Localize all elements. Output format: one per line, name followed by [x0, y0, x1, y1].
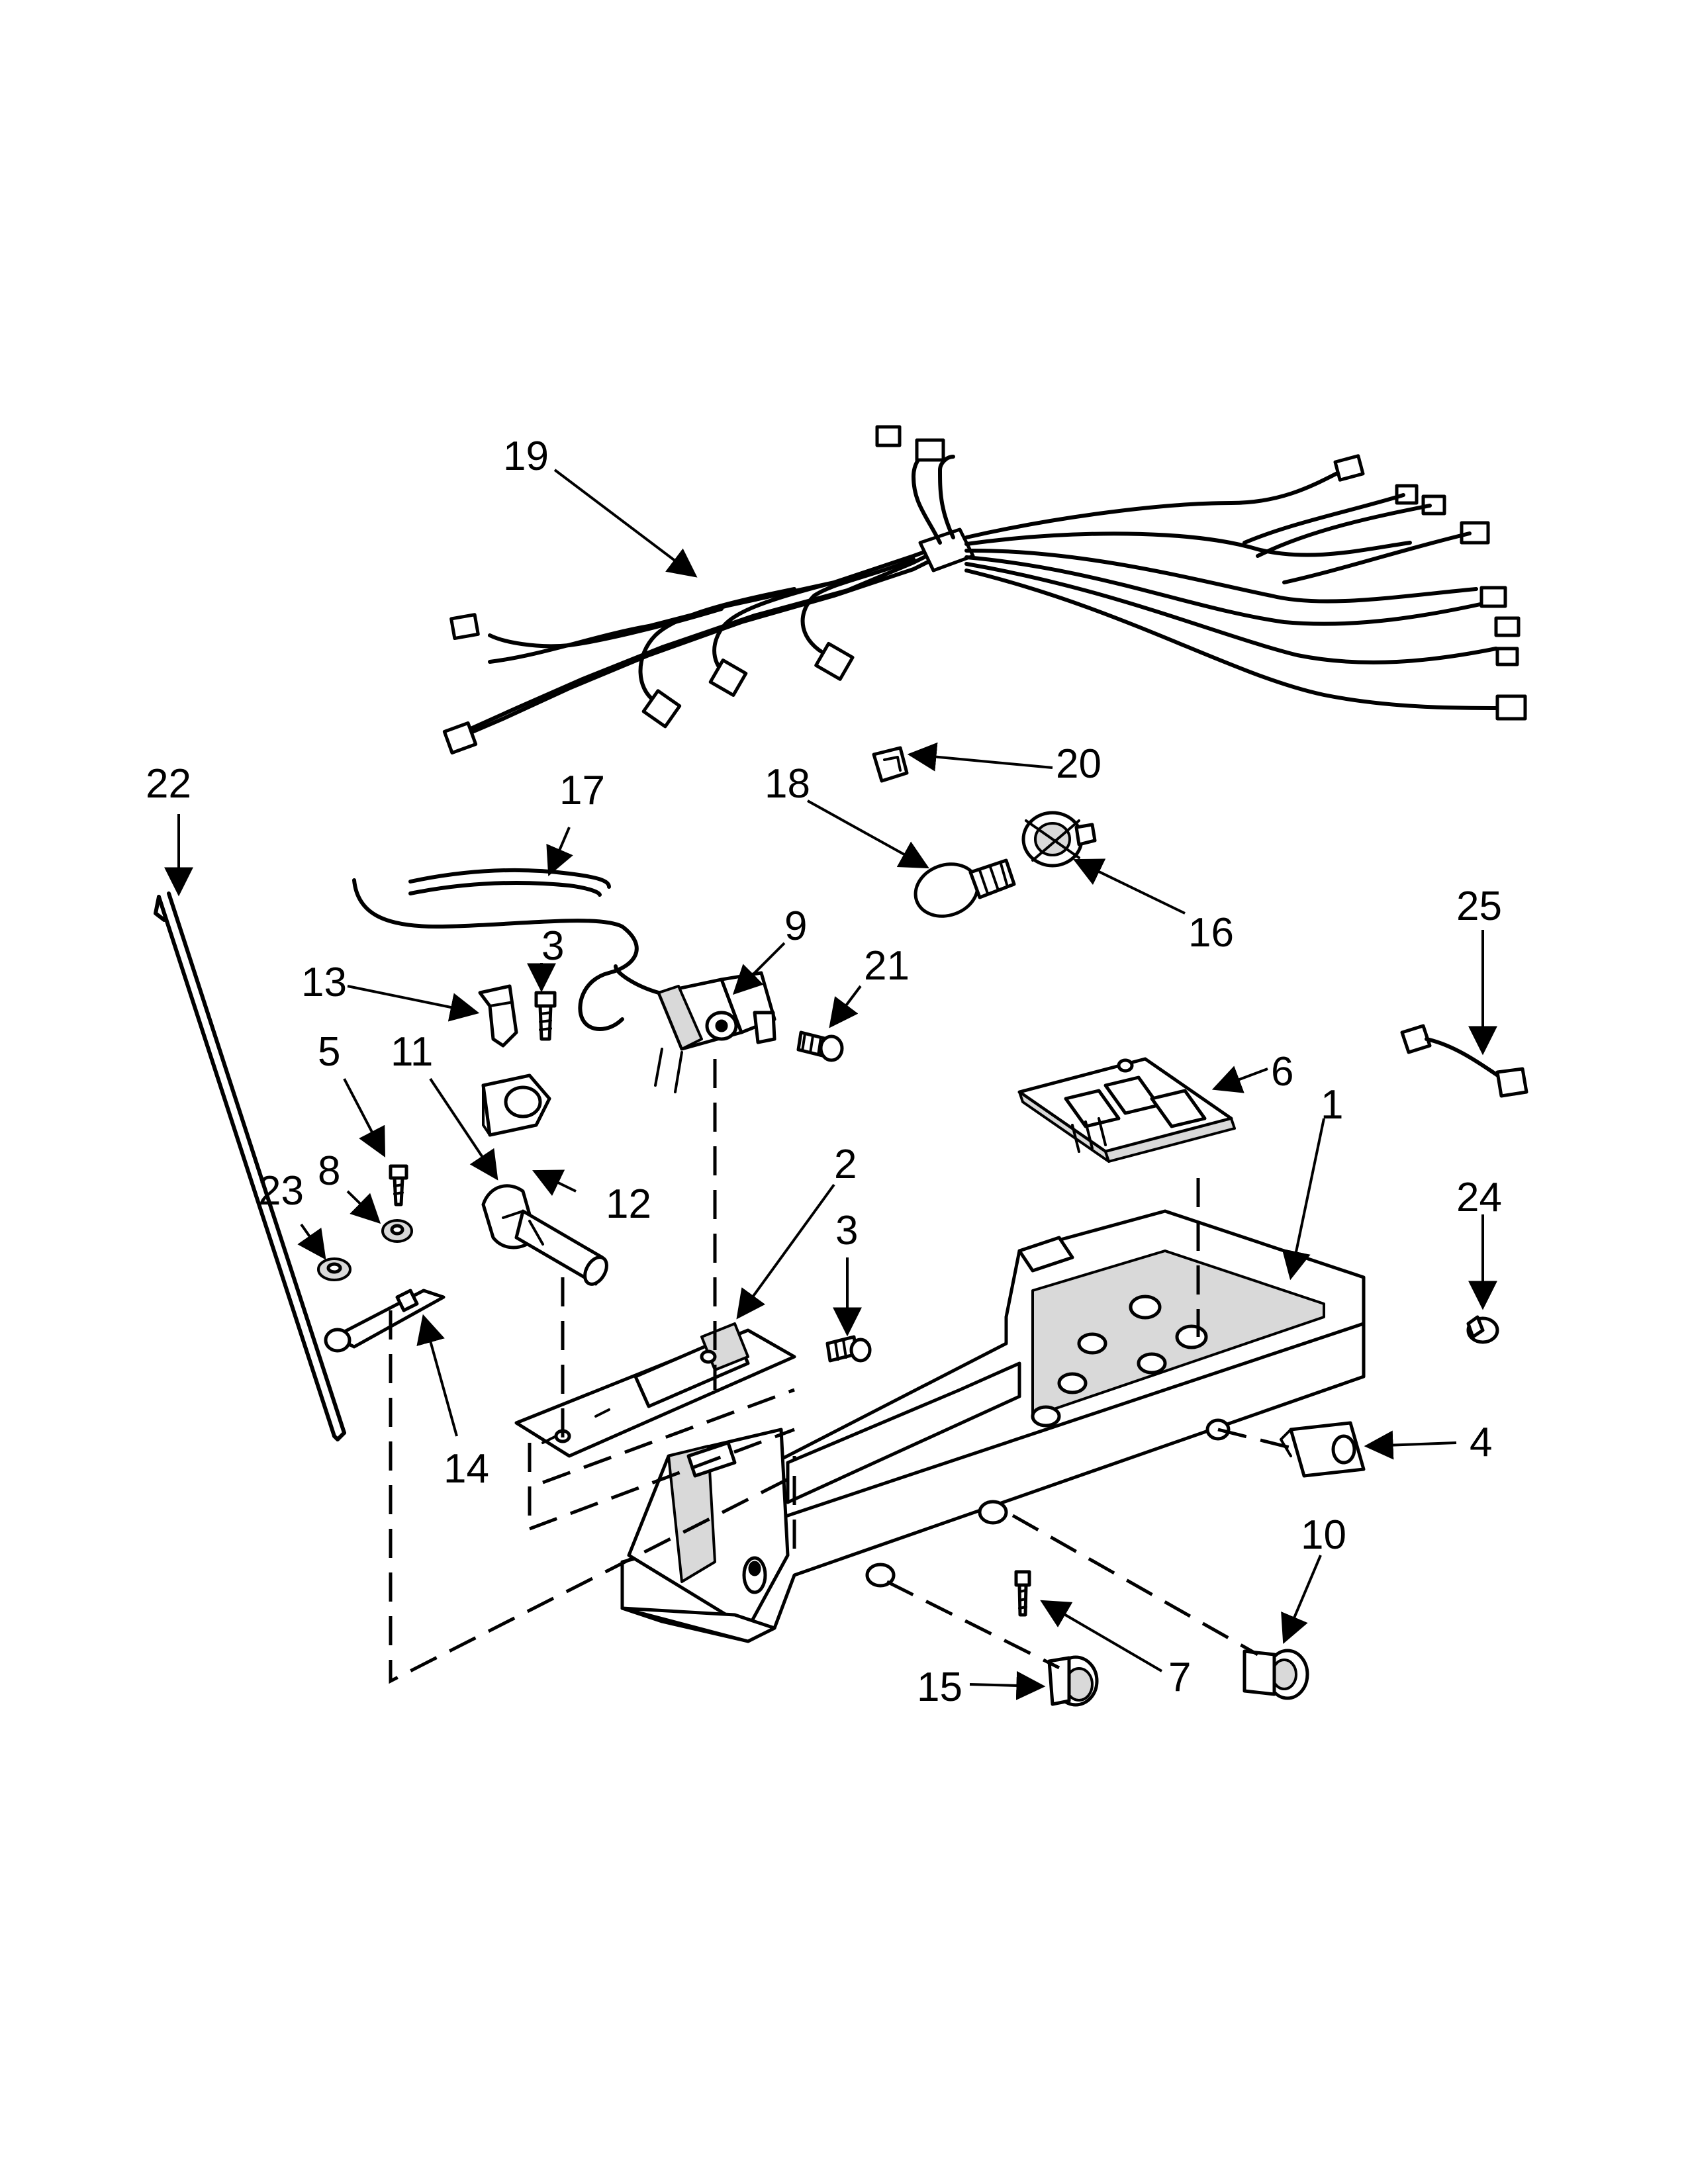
assembly-guide-lines [389, 1059, 1298, 1684]
callout-21: 21 [864, 943, 910, 989]
sensor-part-25 [1400, 1024, 1528, 1098]
screw-part-5 [389, 1164, 408, 1206]
lamp-socket-part [1021, 811, 1097, 868]
screw-part-3-lower [825, 1335, 872, 1363]
callout-2: 2 [834, 1142, 857, 1187]
mounting-plate-part-2 [514, 1322, 796, 1458]
callout-7: 7 [1168, 1655, 1191, 1700]
callout-3-upper: 3 [541, 923, 564, 969]
screw-part-21 [796, 1030, 844, 1062]
callout-16: 16 [1188, 910, 1234, 956]
cap-part-24 [1466, 1315, 1499, 1344]
clip-part-13 [478, 984, 518, 1048]
washer-part-8 [381, 1219, 413, 1243]
callout-6: 6 [1271, 1049, 1293, 1095]
housing-part-1 [620, 1209, 1366, 1643]
callout-22: 22 [146, 761, 191, 807]
callout-12: 12 [606, 1181, 651, 1227]
callout-13: 13 [301, 960, 347, 1005]
callout-15: 15 [917, 1664, 962, 1710]
callout-labels: 19 20 18 16 17 9 21 3 13 12 11 5 8 23 14… [146, 433, 1502, 1710]
bracket-part-12 [481, 1073, 551, 1137]
callout-3-lower: 3 [835, 1208, 858, 1253]
screw-part-7 [1014, 1570, 1031, 1617]
callout-1: 1 [1321, 1082, 1343, 1128]
callout-14: 14 [444, 1446, 489, 1492]
callout-25: 25 [1456, 884, 1502, 929]
callout-9: 9 [784, 903, 807, 949]
button-part-15 [1047, 1655, 1099, 1707]
callout-11: 11 [391, 1029, 433, 1075]
screw-part-3-upper [534, 991, 557, 1041]
bracket-part-20 [872, 746, 909, 783]
light-bulb-part [914, 858, 1016, 918]
callout-23: 23 [258, 1168, 304, 1214]
callout-8: 8 [318, 1148, 340, 1194]
thermostat-part [614, 964, 776, 1093]
callout-leaders [164, 469, 1497, 1700]
callout-18: 18 [765, 761, 810, 807]
grommet-part-10 [1243, 1649, 1309, 1700]
wire-harness-part [442, 425, 1527, 754]
tube-part [352, 868, 639, 1031]
callout-4: 4 [1470, 1420, 1492, 1465]
switch-part-4 [1280, 1421, 1366, 1478]
control-board-part [1017, 1057, 1236, 1163]
callout-17: 17 [559, 768, 605, 813]
washer-part-23 [317, 1257, 352, 1281]
callout-5: 5 [318, 1029, 340, 1075]
callout-19: 19 [503, 433, 549, 479]
callout-24: 24 [1456, 1175, 1502, 1220]
callout-10: 10 [1301, 1512, 1346, 1558]
callout-20: 20 [1056, 741, 1102, 787]
rod-part-22 [154, 891, 346, 1441]
actuator-part-11 [481, 1184, 608, 1286]
